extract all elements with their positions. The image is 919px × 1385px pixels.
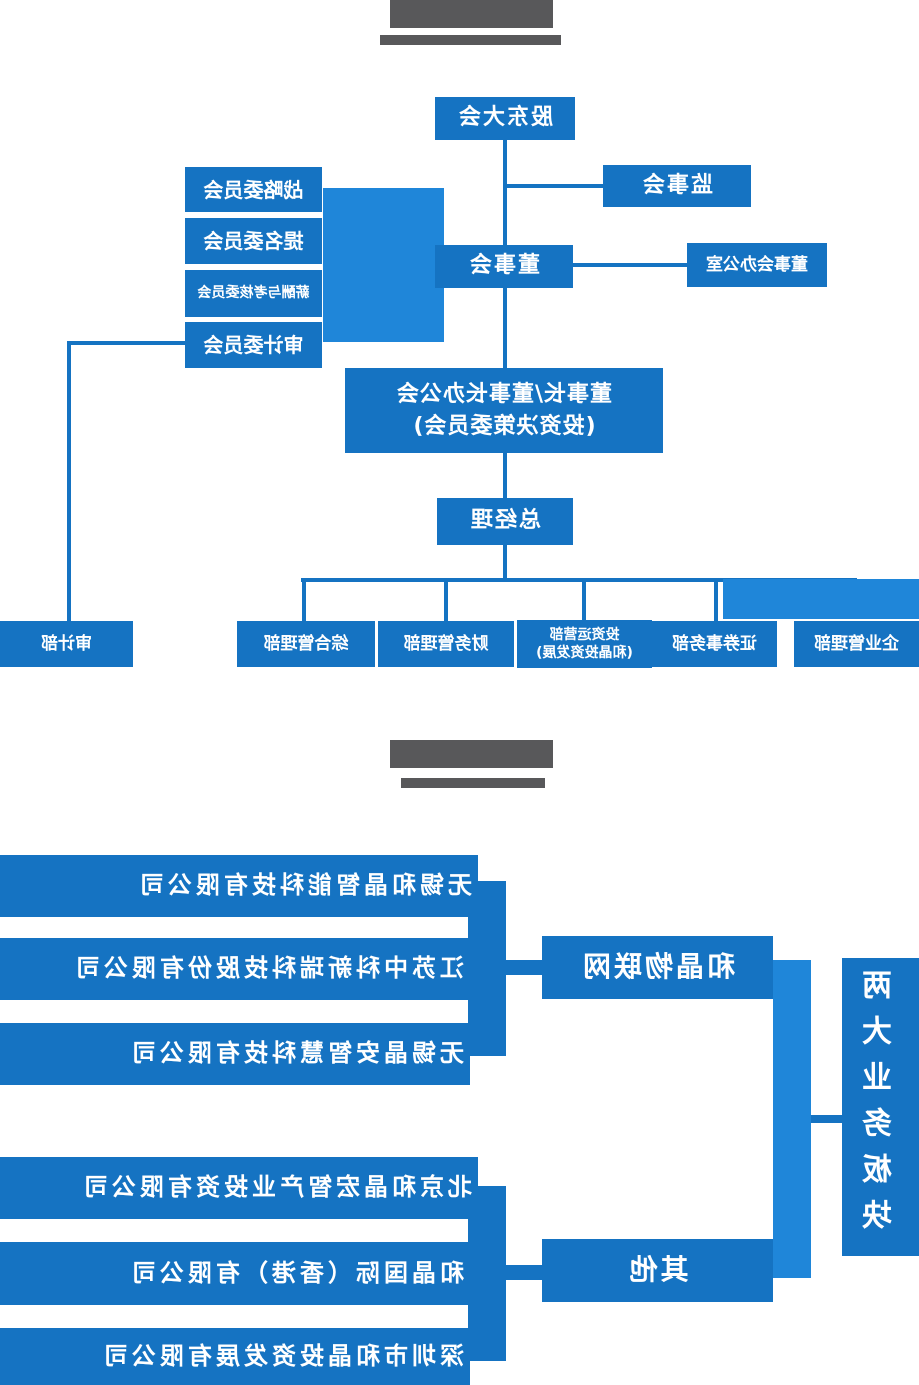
section2-title-block <box>390 740 553 768</box>
company-box: 无锡晶安智慧科技有限公司 <box>0 1023 470 1085</box>
node-committee-strategy: 战略委员会 <box>185 167 322 212</box>
company-box: 江苏中科新瑞科技股份有限公司 <box>0 938 470 1000</box>
node-supervisory-board: 监事会 <box>603 165 751 207</box>
connector-line <box>573 263 687 267</box>
section2-title-underline <box>401 778 545 788</box>
dept-investment-operations-line2: (和晶投资发展) <box>536 645 633 661</box>
dept-investment-operations: 投资运营部 (和晶投资发展) <box>517 620 652 668</box>
connector-line <box>67 341 71 621</box>
dept-investment-operations-line1: 投资运营部 <box>549 626 620 643</box>
dept-audit: 审计部 <box>0 621 133 667</box>
node-committee-nomination: 提名委员会 <box>185 218 322 264</box>
company-box: 深圳市和晶投资发展有限公司 <box>0 1328 470 1385</box>
company-box: 无锡和晶智能科技有限公司 <box>0 855 478 917</box>
connector-line <box>444 582 448 621</box>
node-board-of-directors: 董事会 <box>435 245 573 288</box>
dept-enterprise-management: 企业管理部 <box>794 621 919 667</box>
company-box: 和晶国际（香港）有限公司 <box>0 1242 470 1305</box>
connector-line <box>302 582 306 621</box>
chairman-line1: 董事长/董事长办公会 <box>395 381 613 407</box>
decor-rect-committees <box>323 188 444 342</box>
section1-title-block <box>390 0 553 28</box>
segments-stub <box>811 1115 842 1123</box>
connector-line <box>503 140 507 246</box>
node-committee-audit: 审计委员会 <box>185 322 322 368</box>
node-committee-remuneration: 薪酬与考核委员会 <box>185 270 322 317</box>
group-b-stub <box>506 1265 542 1280</box>
connector-line <box>503 453 507 498</box>
segments-spine <box>773 960 811 1278</box>
group-label-iot: 和晶物联网 <box>542 936 773 999</box>
decor-rect-departments <box>723 579 919 619</box>
section1-title-underline <box>380 35 561 45</box>
company-box: 北京和晶宏智产业投资有限公司 <box>0 1157 478 1219</box>
node-board-office: 董事会办公室 <box>687 243 827 287</box>
dept-general-management: 综合管理部 <box>237 621 375 667</box>
connector-line <box>503 288 507 368</box>
headline-two-business-segments: 两大业务板块 <box>842 958 919 1256</box>
dept-finance-management: 财务管理部 <box>378 621 514 667</box>
connector-line <box>503 545 507 578</box>
connector-line <box>582 582 586 621</box>
connector-line <box>67 341 185 345</box>
dept-securities-affairs: 证券事务部 <box>652 621 777 667</box>
connector-line <box>714 582 718 621</box>
connector-line <box>505 184 603 188</box>
node-shareholders-meeting: 股东大会 <box>435 97 575 140</box>
node-general-manager: 总经理 <box>437 498 573 545</box>
chairman-line2: (投资决策委员会) <box>412 413 596 439</box>
group-label-other: 其他 <box>542 1239 773 1302</box>
group-a-stub <box>506 960 542 975</box>
node-chairman-office: 董事长/董事长办公会 (投资决策委员会) <box>345 368 663 453</box>
